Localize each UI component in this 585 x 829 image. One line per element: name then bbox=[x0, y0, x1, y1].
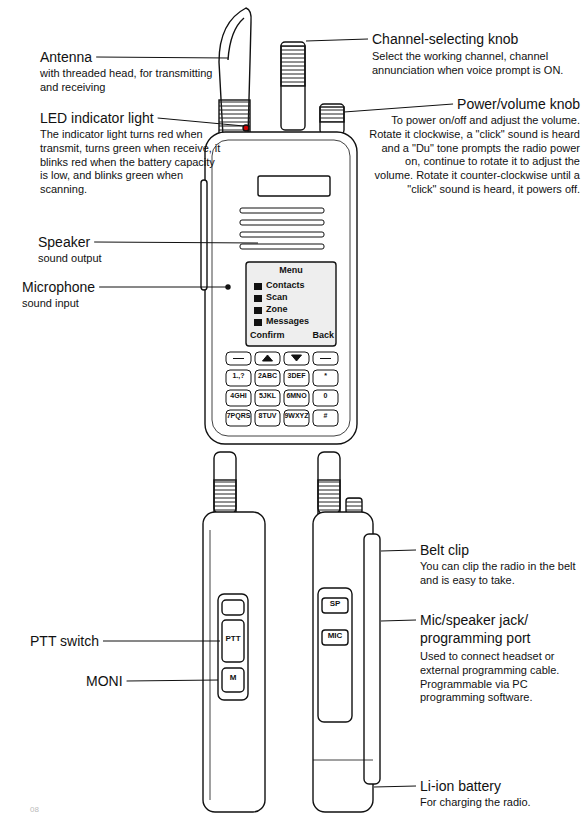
key-label: * bbox=[313, 372, 338, 379]
leader-line bbox=[96, 57, 228, 58]
left-side-view bbox=[203, 452, 265, 812]
jack-cover bbox=[318, 588, 352, 722]
right-side-view bbox=[313, 452, 380, 812]
leader-line bbox=[158, 118, 244, 126]
moni-key bbox=[222, 668, 244, 692]
keypad bbox=[226, 352, 338, 426]
power-knob bbox=[320, 104, 344, 134]
belt-clip bbox=[364, 534, 380, 784]
screen-text: Contacts bbox=[266, 280, 332, 291]
radio-bezel bbox=[212, 140, 350, 436]
mic-jack bbox=[322, 630, 348, 645]
screen-text: Menu bbox=[246, 265, 336, 276]
part-name: Channel-selecting knob bbox=[372, 31, 580, 49]
leader-line bbox=[381, 550, 416, 551]
knob-knurl bbox=[281, 46, 305, 86]
part-name: Microphone bbox=[22, 279, 142, 297]
part-name: Belt clip bbox=[420, 542, 580, 560]
part-name: Li-ion battery bbox=[420, 778, 580, 796]
key-label: 3DEF bbox=[284, 372, 309, 379]
part-description: You can clip the radio in the belt and i… bbox=[420, 560, 580, 588]
page-number: 08 bbox=[30, 805, 70, 815]
key-label: 9WXYZ bbox=[284, 412, 309, 419]
jack-label: SP bbox=[322, 600, 348, 608]
key-label: PTT bbox=[222, 635, 244, 643]
antenna-thread bbox=[214, 480, 236, 514]
part-name: LED indicator light bbox=[40, 110, 220, 128]
part-name: Mic/speaker jack/ programming port bbox=[420, 612, 580, 647]
antenna bbox=[318, 452, 340, 514]
part-name: Speaker bbox=[38, 234, 158, 252]
leader-line bbox=[94, 242, 258, 243]
side-key bbox=[222, 600, 244, 615]
antenna bbox=[214, 452, 236, 514]
key-label: 2ABC bbox=[255, 372, 280, 379]
part-name: PTT switch bbox=[30, 633, 170, 651]
key-label: # bbox=[313, 412, 338, 419]
key-label: 7PQRS bbox=[226, 412, 251, 419]
side-key-panel bbox=[218, 594, 248, 700]
part-description: Select the working channel, channel annu… bbox=[372, 50, 580, 78]
leader-line bbox=[374, 786, 416, 787]
part-description: To power on/off and adjust the volume. R… bbox=[364, 114, 580, 197]
key-label: M bbox=[222, 674, 244, 682]
channel-knob bbox=[281, 42, 305, 130]
menu-icons bbox=[254, 283, 262, 326]
radio-body bbox=[205, 132, 357, 444]
sp-jack bbox=[322, 598, 348, 613]
antenna-thread bbox=[318, 480, 340, 514]
screen-text: Messages bbox=[266, 316, 332, 327]
part-description: sound output bbox=[38, 252, 158, 266]
key-label: 6MNO bbox=[284, 392, 309, 399]
key-label: 5JKL bbox=[255, 392, 280, 399]
mic-hole bbox=[226, 285, 230, 289]
leader-line bbox=[99, 287, 226, 288]
leader-line bbox=[306, 39, 368, 41]
key-label: 0 bbox=[313, 392, 338, 399]
antenna-thread bbox=[219, 100, 250, 136]
key-label: 4GHI bbox=[226, 392, 251, 399]
leader-line bbox=[103, 641, 220, 642]
part-name: Antenna bbox=[40, 49, 210, 67]
key-label: 8TUV bbox=[255, 412, 280, 419]
leader-line bbox=[127, 680, 218, 681]
antenna bbox=[219, 8, 251, 136]
knob-knurl bbox=[320, 107, 344, 122]
front-view bbox=[201, 8, 357, 444]
part-description: with threaded head, for transmitting and… bbox=[40, 67, 225, 95]
screen-text: Zone bbox=[266, 304, 332, 315]
side-keys bbox=[201, 180, 207, 290]
battery-seam bbox=[313, 760, 373, 761]
part-description: Used to connect headset or external prog… bbox=[420, 650, 580, 705]
part-description: For charging the radio. bbox=[420, 796, 580, 810]
ptt-key bbox=[222, 620, 244, 662]
part-description: sound input bbox=[22, 297, 142, 311]
screen-text: Back bbox=[300, 330, 334, 341]
lcd-screen bbox=[246, 262, 336, 346]
part-description: The indicator light turns red when trans… bbox=[40, 128, 222, 197]
screen-text: Scan bbox=[266, 292, 332, 303]
key-label: 1.,? bbox=[226, 372, 251, 379]
part-name: MONI bbox=[86, 673, 186, 691]
top-window bbox=[258, 176, 330, 196]
radio-body bbox=[203, 512, 265, 812]
leader-line bbox=[344, 104, 453, 112]
leader-line bbox=[381, 620, 416, 621]
screen-text: Confirm bbox=[250, 330, 294, 341]
antenna-detail bbox=[228, 18, 244, 60]
part-name: Power/volume knob bbox=[372, 96, 580, 114]
body-seam bbox=[210, 530, 211, 800]
jack-label: MIC bbox=[322, 632, 348, 640]
